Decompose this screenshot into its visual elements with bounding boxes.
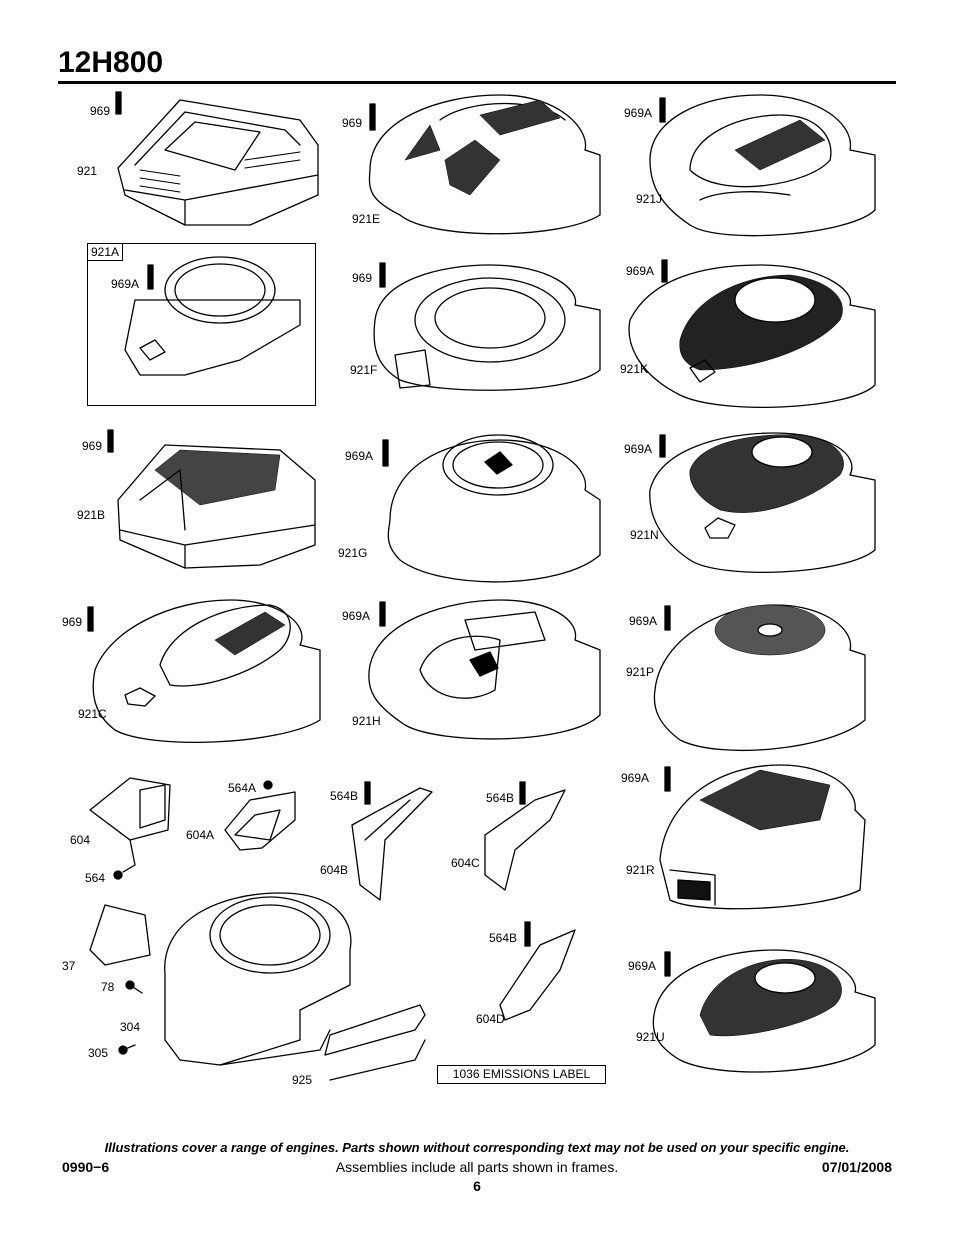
label-969A: 969A <box>111 277 140 291</box>
emissions-label-box: 1036 EMISSIONS LABEL <box>437 1065 606 1084</box>
label-969A: 969A <box>342 609 371 623</box>
page-title: 12H800 <box>58 46 164 79</box>
label-921U: 921U <box>636 1030 665 1044</box>
shroud-921K-drawing <box>628 259 876 408</box>
label-564B: 564B <box>330 789 359 803</box>
label-564: 564 <box>85 871 106 885</box>
shroud-921-drawing <box>115 91 319 226</box>
label-969A: 969A <box>628 959 657 973</box>
label-921F: 921F <box>350 363 378 377</box>
label-78: 78 <box>101 980 115 994</box>
frame-921A-tag: 921A <box>87 243 124 261</box>
label-969: 969 <box>82 439 103 453</box>
label-921R: 921R <box>626 863 655 877</box>
label-969: 969 <box>352 271 373 285</box>
label-921N: 921N <box>630 528 659 542</box>
label-921E: 921E <box>352 212 381 226</box>
label-969A: 969A <box>629 614 658 628</box>
part-604-drawing <box>89 777 171 880</box>
label-969A: 969A <box>626 264 655 278</box>
shroud-921A-drawing <box>124 256 301 376</box>
label-921: 921 <box>77 164 98 178</box>
label-604: 604 <box>70 833 91 847</box>
shroud-921C-drawing <box>87 599 321 743</box>
label-969: 969 <box>90 104 111 118</box>
label-969A: 969A <box>621 771 650 785</box>
label-564A: 564A <box>228 781 257 795</box>
label-925: 925 <box>292 1073 313 1087</box>
shroud-921G-drawing <box>382 434 601 583</box>
shroud-921H-drawing <box>368 599 601 740</box>
label-921B: 921B <box>77 508 106 522</box>
label-564B: 564B <box>489 931 518 945</box>
blower-housing-drawing <box>89 892 426 1081</box>
shroud-921U-drawing <box>652 949 876 1073</box>
title-rule <box>58 81 896 84</box>
shroud-921N-drawing <box>649 432 876 573</box>
label-604B: 604B <box>320 863 349 877</box>
shroud-921J-drawing <box>649 94 876 237</box>
label-564B: 564B <box>486 791 515 805</box>
part-604A-drawing <box>224 780 296 851</box>
label-921P: 921P <box>626 665 655 679</box>
part-604D-drawing <box>499 921 576 1021</box>
shroud-921B-drawing <box>107 429 316 569</box>
label-604C: 604C <box>451 856 480 870</box>
shroud-921R-drawing <box>659 764 866 910</box>
disclaimer-note: Illustrations cover a range of engines. … <box>104 1140 850 1155</box>
label-604D: 604D <box>476 1012 505 1026</box>
label-969A: 969A <box>624 106 653 120</box>
frame-921A <box>87 243 316 406</box>
part-604B-drawing <box>351 781 433 901</box>
label-921K: 921K <box>620 362 649 376</box>
label-921C: 921C <box>78 707 107 721</box>
shroud-921P-drawing <box>653 604 866 752</box>
label-969: 969 <box>62 615 83 629</box>
label-305: 305 <box>88 1046 109 1060</box>
label-37: 37 <box>62 959 76 973</box>
label-921H: 921H <box>352 714 381 728</box>
label-969A: 969A <box>345 449 374 463</box>
label-921J: 921J <box>636 192 663 206</box>
document-code: 0990−6 <box>62 1159 110 1175</box>
shroud-921F-drawing <box>373 262 601 391</box>
part-604C-drawing <box>484 781 566 891</box>
document-date: 07/01/2008 <box>821 1159 892 1175</box>
assemblies-note: Assemblies include all parts shown in fr… <box>335 1159 619 1175</box>
page-number: 6 <box>473 1178 481 1194</box>
label-969: 969 <box>342 116 363 130</box>
label-969A: 969A <box>624 442 653 456</box>
label-604A: 604A <box>186 828 215 842</box>
shroud-921E-drawing <box>368 94 601 235</box>
label-304: 304 <box>120 1020 141 1034</box>
label-921G: 921G <box>338 546 368 560</box>
